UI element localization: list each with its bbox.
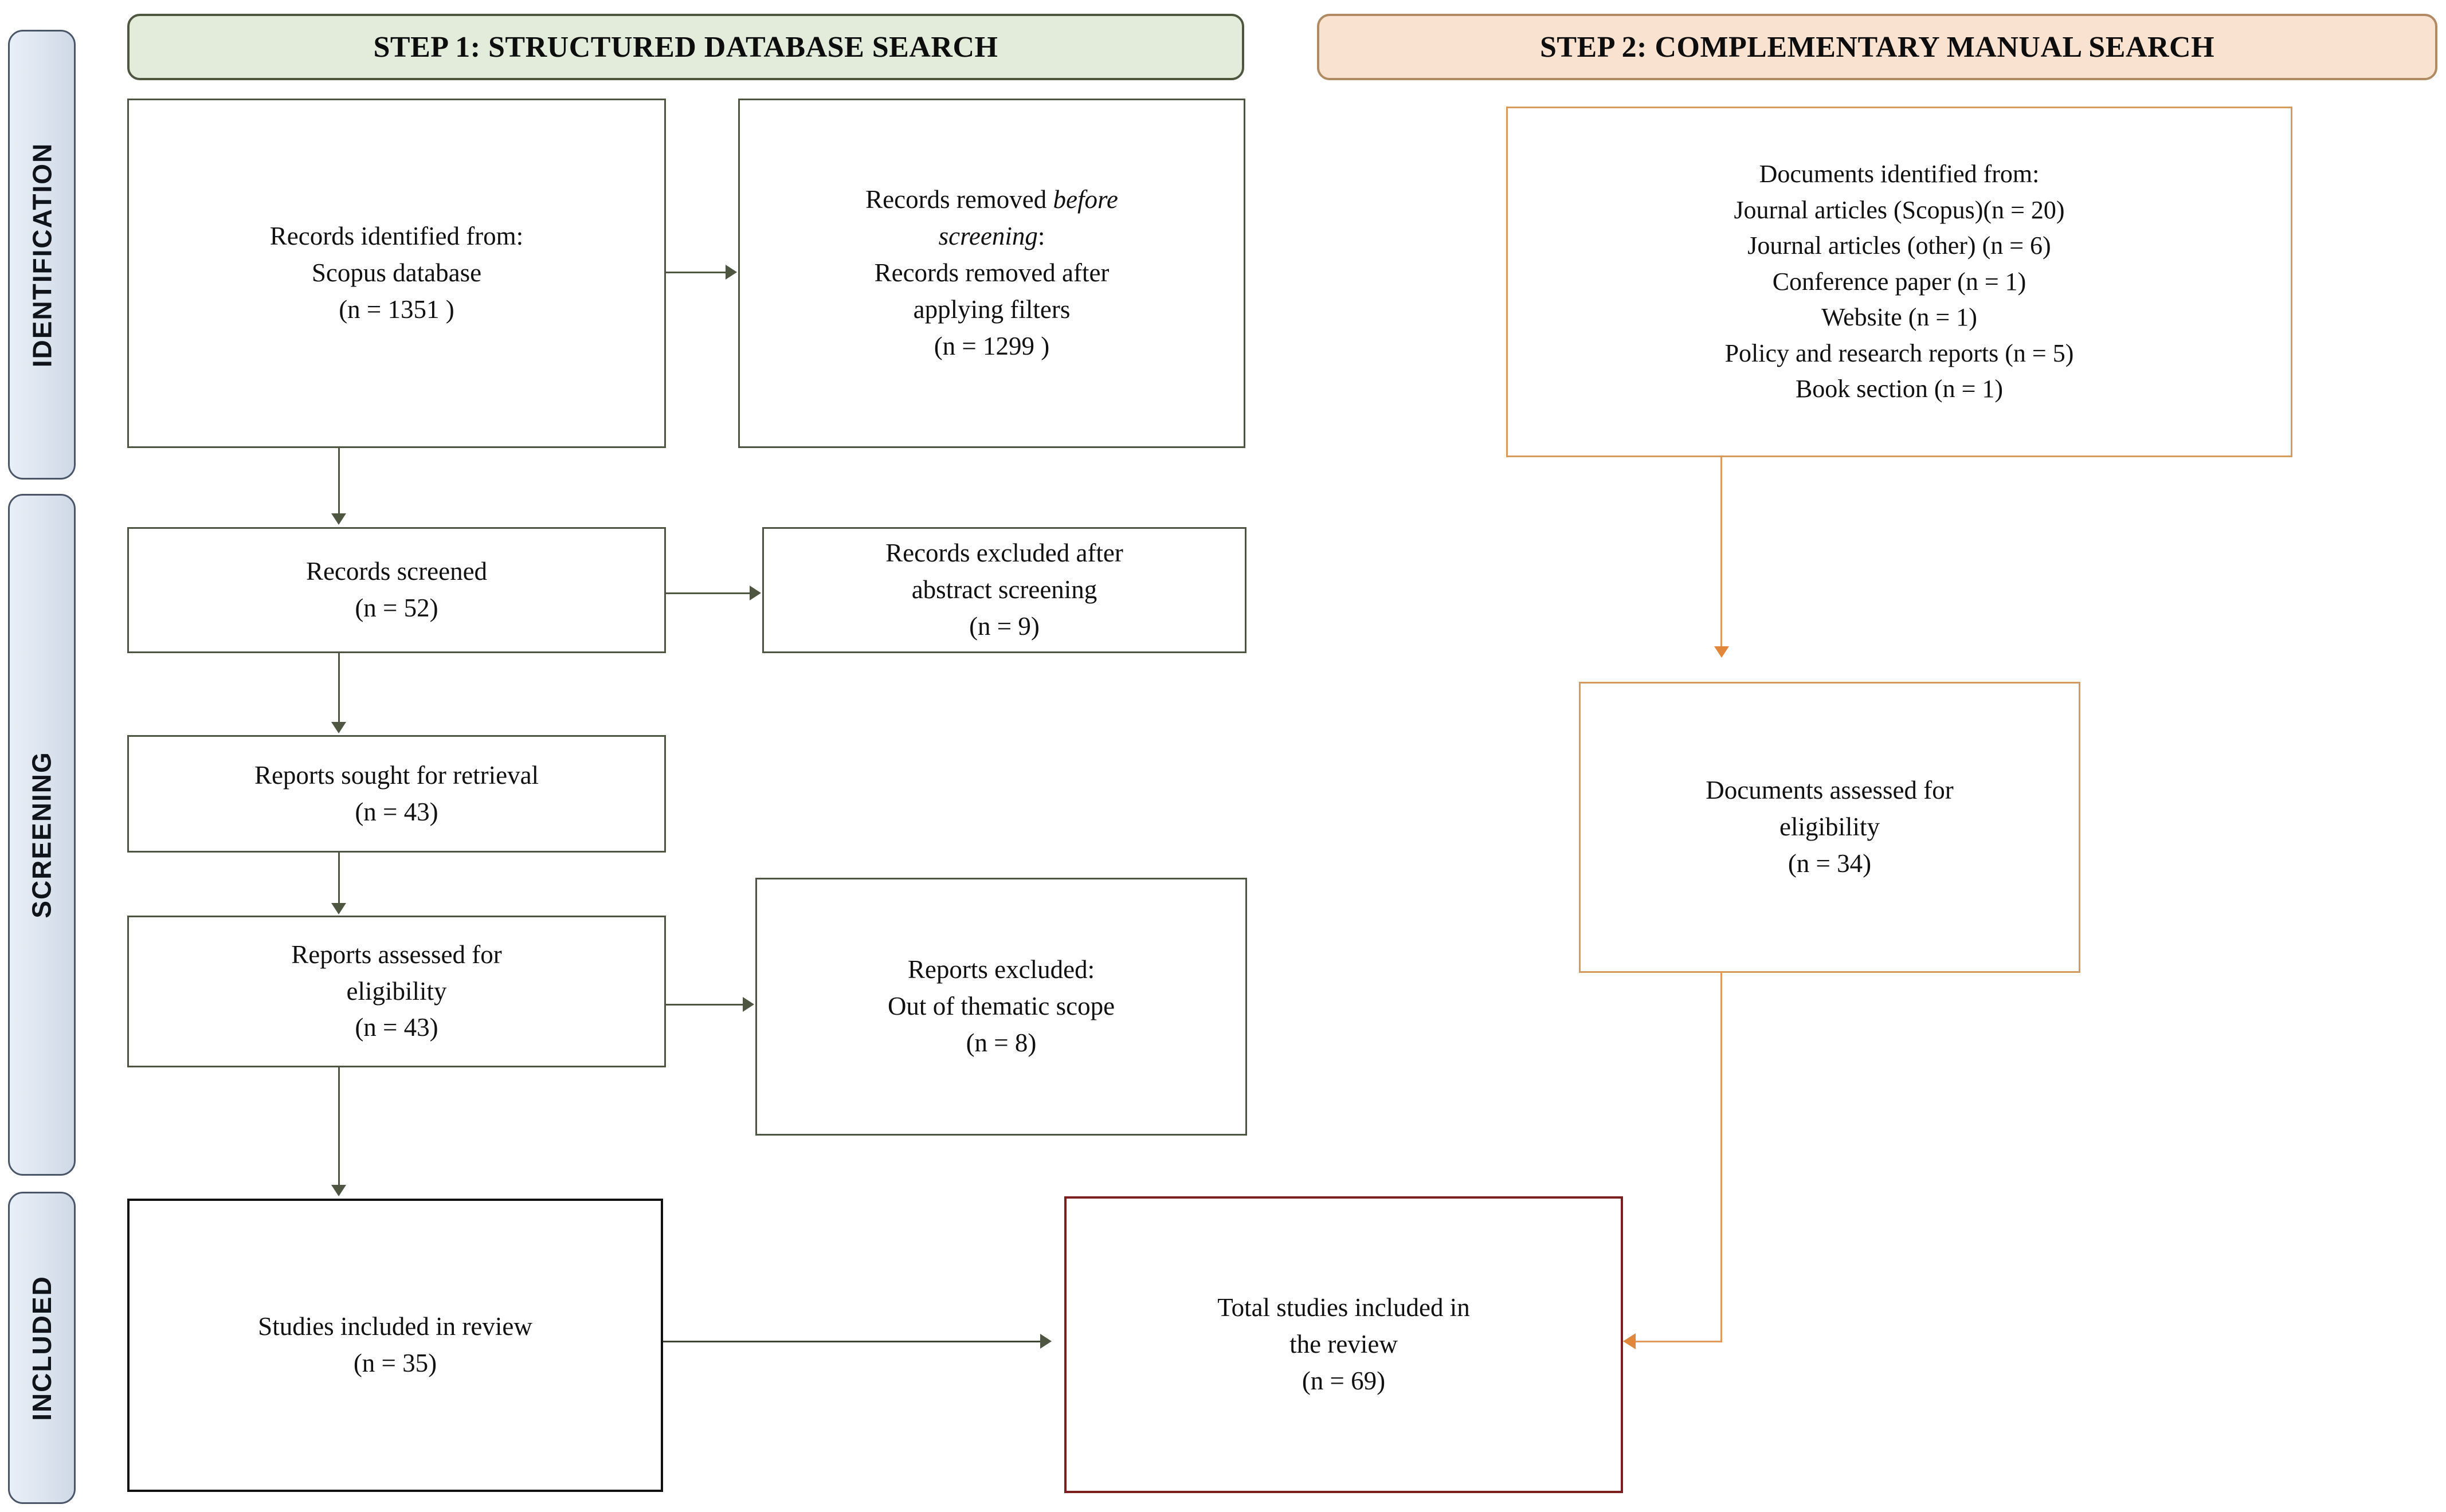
records-removed-line4: applying filters [913,294,1071,324]
connector-documents-to-assessed [1720,457,1722,646]
reports-assessed-line2: eligibility [346,976,447,1006]
documents-identified-line7: Book section (n = 1) [1795,375,2004,403]
studies-included-line1: Studies included in review [258,1312,532,1341]
documents-identified-line2: Journal articles (Scopus)(n = 20) [1734,195,2065,224]
arrowhead-identified-to-screened [331,513,346,525]
connector-sought-to-assessed [338,853,340,903]
connector-included-to-total [663,1341,1041,1342]
reports-excluded-line2: Out of thematic scope [887,992,1115,1021]
documents-identified-line4: Conference paper (n = 1) [1772,267,2026,296]
stage-label-included-text: INCLUDED [27,1275,57,1421]
connector-assessed-to-total-vertical [1720,973,1722,1342]
documents-identified-line6: Policy and research reports (n = 5) [1724,339,2074,367]
total-studies-line1: Total studies included in [1217,1293,1470,1322]
records-removed-line1-italic: before [1053,185,1118,214]
step1-title: STEP 1: STRUCTURED DATABASE SEARCH [373,30,998,64]
reports-sought-line1: Reports sought for retrieval [254,760,539,790]
box-records-identified: Records identified from: Scopus database… [127,99,666,448]
stage-label-screening: SCREENING [8,494,76,1176]
documents-assessed-line1: Documents assessed for [1706,776,1954,805]
documents-assessed-line2: eligibility [1779,812,1880,842]
documents-assessed-line3: (n = 34) [1788,849,1872,878]
arrowhead-documents-to-assessed [1714,646,1729,658]
connector-assessed-to-total-horizontal [1634,1341,1722,1342]
records-removed-line5: (n = 1299 ) [934,331,1050,360]
arrowhead-identified-to-removed [726,265,737,280]
arrowhead-included-to-total [1040,1334,1052,1349]
arrowhead-assessed-to-excluded [743,997,754,1012]
records-excluded-line1: Records excluded after [885,539,1123,568]
connector-assessed-to-excluded [666,1004,744,1006]
step2-title: STEP 2: COMPLEMENTARY MANUAL SEARCH [1539,30,2215,64]
arrowhead-assessed-to-total [1623,1333,1636,1349]
records-removed-line1-plain: Records removed [865,185,1053,214]
reports-sought-line2: (n = 43) [355,797,438,826]
reports-excluded-line3: (n = 8) [966,1028,1037,1057]
stage-label-identification: IDENTIFICATION [8,30,76,480]
total-studies-line2: the review [1289,1330,1398,1359]
records-excluded-line2: abstract screening [911,575,1097,604]
records-removed-line2-colon: : [1037,222,1045,251]
total-studies-line3: (n = 69) [1302,1366,1386,1395]
stage-label-included: INCLUDED [8,1192,76,1504]
records-excluded-line3: (n = 9) [969,611,1040,641]
documents-identified-line1: Documents identified from: [1759,160,2040,188]
arrowhead-sought-to-assessed [331,903,346,914]
records-removed-line2-italic: screening [938,222,1038,251]
box-total-studies: Total studies included in the review (n … [1064,1196,1623,1493]
connector-assessed-to-included [338,1067,340,1185]
arrowhead-screened-to-excluded [750,586,761,600]
box-records-excluded: Records excluded after abstract screenin… [762,527,1246,653]
box-reports-assessed: Reports assessed for eligibility (n = 43… [127,916,666,1067]
step2-banner: STEP 2: COMPLEMENTARY MANUAL SEARCH [1317,14,2437,80]
stage-label-screening-text: SCREENING [27,751,57,918]
reports-assessed-line1: Reports assessed for [291,940,502,969]
box-reports-sought: Reports sought for retrieval (n = 43) [127,735,666,853]
records-identified-line3: (n = 1351 ) [339,294,454,324]
records-screened-line1: Records screened [305,557,488,586]
connector-screened-to-sought [338,653,340,722]
records-identified-line2: Scopus database [311,258,482,288]
arrowhead-screened-to-sought [331,722,346,733]
box-documents-assessed: Documents assessed for eligibility (n = … [1579,682,2080,973]
records-removed-line3: Records removed after [874,258,1110,288]
box-records-removed: Records removed before screening: Record… [738,99,1245,448]
studies-included-line2: (n = 35) [353,1349,437,1377]
records-screened-line2: (n = 52) [355,594,438,622]
box-documents-identified: Documents identified from: Journal artic… [1506,107,2292,457]
documents-identified-line5: Website (n = 1) [1821,303,1977,332]
reports-excluded-line1: Reports excluded: [907,955,1095,984]
step1-banner: STEP 1: STRUCTURED DATABASE SEARCH [127,14,1244,80]
box-records-screened: Records screened (n = 52) [127,527,666,653]
box-studies-included: Studies included in review (n = 35) [127,1199,663,1492]
records-identified-line1: Records identified from: [269,222,524,251]
stage-label-identification-text: IDENTIFICATION [27,142,57,367]
box-reports-excluded: Reports excluded: Out of thematic scope … [755,878,1247,1136]
arrowhead-assessed-to-included [331,1185,346,1196]
reports-assessed-line3: (n = 43) [355,1013,438,1042]
records-removed-line1: Records removed before [748,182,1236,218]
connector-identified-to-removed [666,272,727,273]
records-removed-line2: screening: [748,218,1236,255]
documents-identified-line3: Journal articles (other) (n = 6) [1747,231,2051,260]
connector-identified-to-screened [338,448,340,513]
connector-screened-to-excluded [666,592,751,594]
